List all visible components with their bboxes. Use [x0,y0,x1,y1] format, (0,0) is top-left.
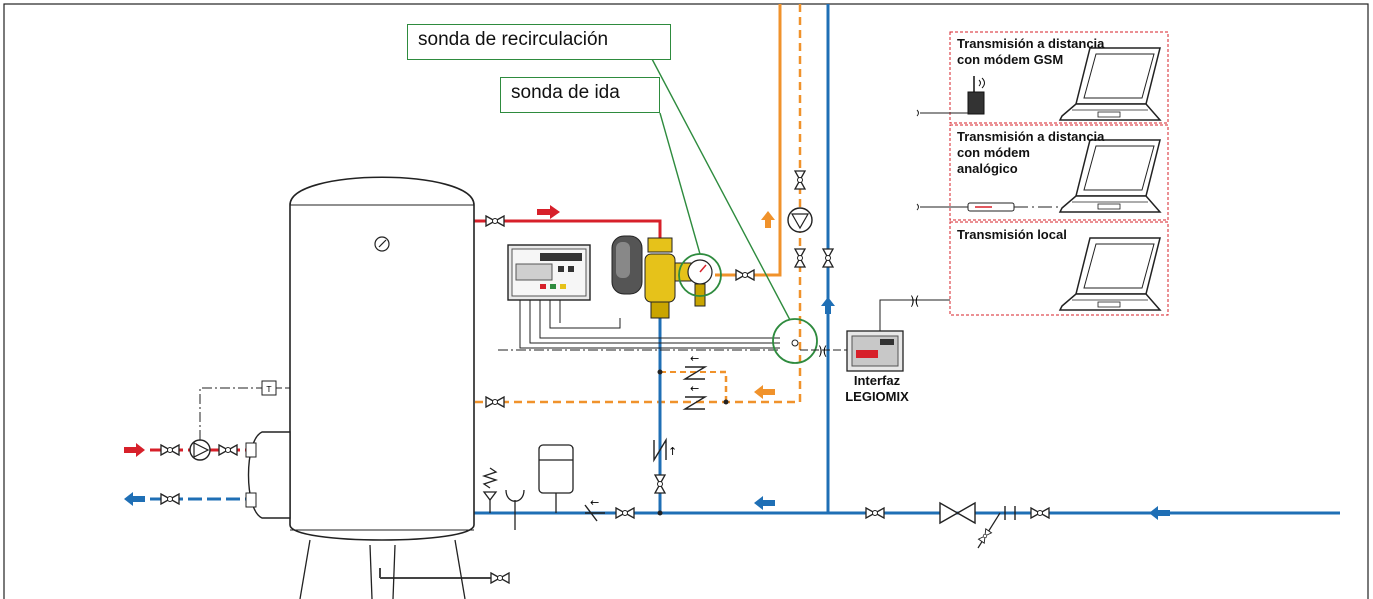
flow-callout-leader [659,112,701,255]
mixing-valve [611,235,713,319]
hot-in-arrow [124,443,145,457]
cold-flow-arrow [754,496,775,510]
controller-device [507,244,591,301]
svg-text:T: T [266,385,272,394]
svg-text:←: ← [590,496,599,509]
hot-supply-pipe [474,219,662,245]
interface-device [846,330,904,372]
recirc-callout-leader [651,58,791,321]
up-orange-arrow [761,211,775,228]
expansion-vessel [538,444,574,494]
up-blue-arrow [821,297,835,314]
frame [3,3,1369,599]
storage-tank [245,176,475,599]
mixed-outlet-pipe [715,4,782,277]
svg-text:)(: )( [910,294,919,308]
svg-text:↑: ↑ [668,445,677,458]
cold-in-arrow [1149,506,1170,520]
callout-flow-probe: sonda de ida [500,77,660,113]
recirculation-pipe [474,4,802,404]
recirc-branch [720,370,728,402]
recirc-flow-arrow [754,385,775,399]
svg-text:←: ← [690,352,699,365]
svg-text:←: ← [690,382,699,395]
cold-out-arrow [124,492,145,506]
recirculation-probe-circle [772,318,818,364]
gsm-modem-icon [967,76,985,115]
svg-text:)(: )( [818,344,827,358]
callout-recirculation-probe: sonda de recirculación [407,24,671,60]
hot-flow-arrow [537,205,560,219]
panel-local-title: Transmisión local [957,227,1067,242]
